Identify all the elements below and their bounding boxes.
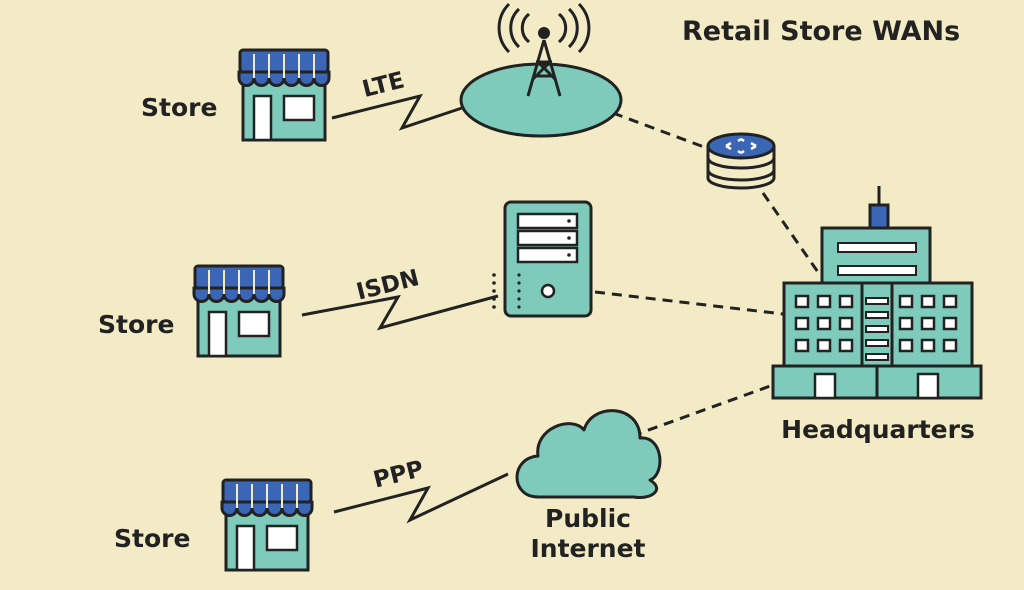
tower-to-router-link — [612, 111, 713, 152]
store-icon — [237, 48, 331, 142]
ppp-link — [333, 472, 509, 524]
router-to-hq-link — [761, 192, 822, 276]
headquarters-label: Headquarters — [781, 415, 975, 444]
cell-tower-icon — [459, 2, 623, 138]
lte-label: LTE — [360, 67, 407, 102]
ppp-label: PPP — [371, 456, 426, 493]
internet-label-line1: Public — [545, 504, 631, 533]
dashed-connections — [594, 111, 822, 438]
store-icon — [220, 478, 314, 572]
store-label: Store — [141, 93, 217, 122]
diagram-title: Retail Store WANs — [682, 16, 960, 47]
wan-links — [301, 93, 509, 524]
server-to-hq-link — [594, 290, 784, 316]
lte-link — [331, 93, 469, 131]
server-icon — [492, 200, 593, 318]
internet-label-line2: Internet — [530, 534, 645, 563]
headquarters-building-icon — [771, 186, 983, 400]
store-label: Store — [98, 310, 174, 339]
internet-to-hq-link — [631, 383, 774, 438]
cloud-icon — [515, 409, 662, 500]
isdn-link — [301, 294, 499, 331]
store-label: Store — [114, 524, 190, 553]
store-icon — [192, 264, 286, 358]
router-icon — [706, 132, 776, 190]
